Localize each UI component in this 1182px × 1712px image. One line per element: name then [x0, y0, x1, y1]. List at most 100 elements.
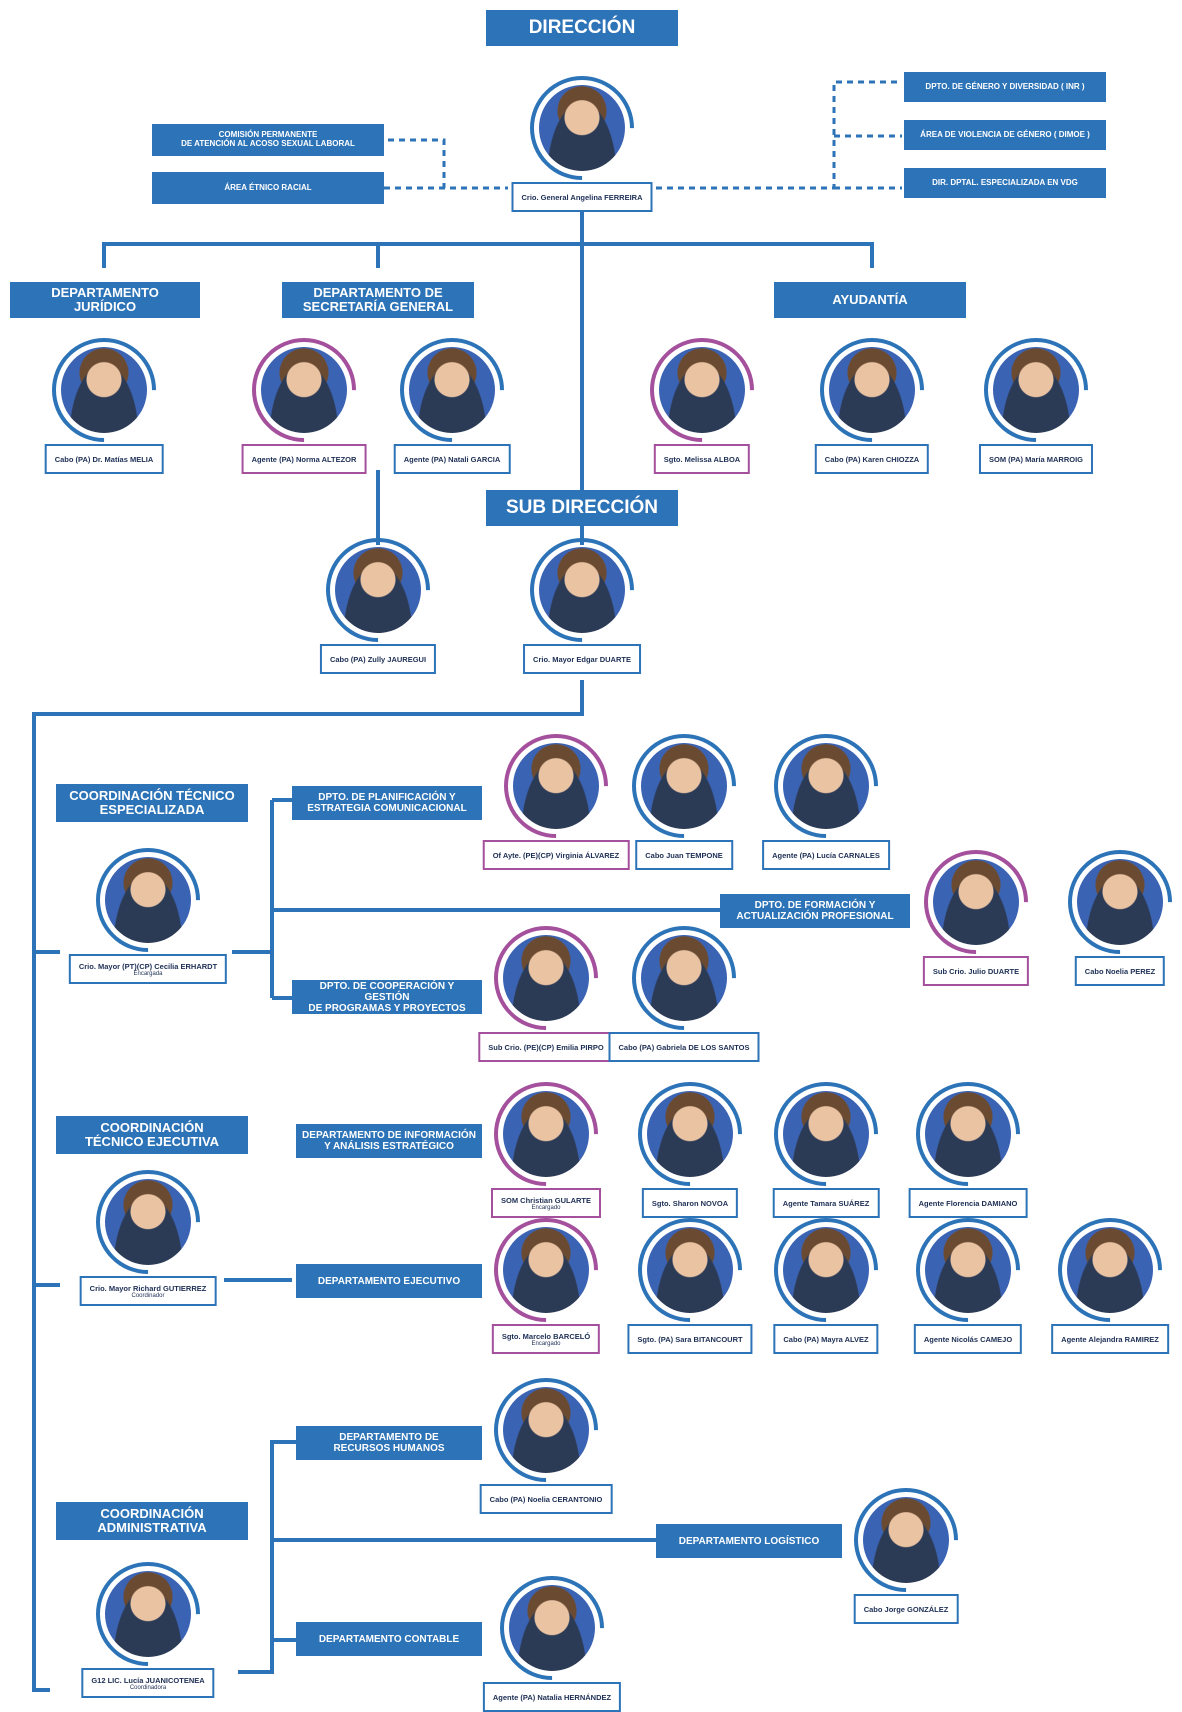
portrait-photo — [647, 1227, 733, 1313]
violencia-unit: ÁREA DE VIOLENCIA DE GÉNERO ( DIMOE ) — [904, 120, 1106, 150]
person-name: Cabo Juan TEMPONE — [645, 850, 723, 860]
person-name: Crio. Mayor Richard GUTIERREZ — [89, 1283, 207, 1293]
dept-rrhh: DEPARTAMENTO DE RECURSOS HUMANOS — [296, 1426, 482, 1460]
person-name: Cabo (PA) Gabriela DE LOS SANTOS — [618, 1042, 750, 1052]
person-name-label: Agente (PA) Natalia HERNÁNDEZ — [482, 1682, 622, 1712]
person-name-label: Cabo (PA) Karen CHIOZZA — [814, 444, 930, 474]
person-name-label: Agente Alejandra RAMIREZ — [1051, 1324, 1169, 1354]
dept-informacion: DEPARTAMENTO DE INFORMACIÓN Y ANÁLISIS E… — [296, 1124, 482, 1158]
person-name-label: Cabo (PA) Mayra ALVEZ — [773, 1324, 879, 1354]
person-name: Of Ayte. (PE)(CP) Virginia ÁLVAREZ — [492, 850, 620, 860]
person-role: Coordinador — [131, 1292, 165, 1299]
dept-cooperacion: DPTO. DE COOPERACIÓN Y GESTIÓN DE PROGRA… — [292, 980, 482, 1014]
portrait-photo — [647, 1091, 733, 1177]
person-name-label: Agente Nicolás CAMEJO — [913, 1324, 1023, 1354]
person-name: Crio. Mayor (PT)(CP) Cecilia ERHARDT — [78, 961, 218, 971]
person-name: Crio. Mayor Edgar DUARTE — [533, 654, 631, 664]
portrait-photo — [509, 1585, 595, 1671]
person-name: Cabo (PA) Noelia CERANTONIO — [489, 1494, 603, 1504]
person-name: Sub Crio. Julio DUARTE — [932, 966, 1020, 976]
genero-unit: DPTO. DE GÉNERO Y DIVERSIDAD ( INR ) — [904, 72, 1106, 102]
person-name: Agente Florencia DAMIANO — [918, 1198, 1018, 1208]
dept-logistico: DEPARTAMENTO LOGÍSTICO — [656, 1524, 842, 1558]
person-name: Agente Nicolás CAMEJO — [923, 1334, 1013, 1344]
portrait-photo — [409, 347, 495, 433]
person-name: Agente (PA) Natalia HERNÁNDEZ — [492, 1692, 612, 1702]
person-name-label: Agente (PA) Natali GARCIA — [393, 444, 511, 474]
person-name: Cabo (PA) Mayra ALVEZ — [783, 1334, 869, 1344]
portrait-photo — [993, 347, 1079, 433]
portrait-photo — [513, 743, 599, 829]
person-name: SOM (PA) María MARROIG — [988, 454, 1084, 464]
person-name-label: Agente (PA) Lucía CARNALES — [762, 840, 890, 870]
portrait-photo — [925, 1227, 1011, 1313]
portrait-photo — [641, 935, 727, 1021]
person-name: Sgto. Melissa ALBOA — [663, 454, 741, 464]
person-name: Cabo (PA) Dr. Matías MELIA — [54, 454, 154, 464]
portrait-photo — [503, 1387, 589, 1473]
person-name-label: Agente Florencia DAMIANO — [908, 1188, 1028, 1218]
person-name-label: SOM (PA) María MARROIG — [978, 444, 1094, 474]
person-name-label: Agente Tamara SUÁREZ — [772, 1188, 880, 1218]
person-name: Agente Tamara SUÁREZ — [782, 1198, 870, 1208]
person-name: Sgto. Marcelo BARCELÓ — [501, 1331, 591, 1341]
person-name-label: Of Ayte. (PE)(CP) Virginia ÁLVAREZ — [482, 840, 630, 870]
person-name-label: Cabo Jorge GONZÁLEZ — [853, 1594, 959, 1624]
portrait-photo — [539, 547, 625, 633]
portrait-photo — [503, 935, 589, 1021]
person-role: Coordinadora — [129, 1684, 167, 1691]
portrait-photo — [261, 347, 347, 433]
dept-ejecutivo: DEPARTAMENTO EJECUTIVO — [296, 1264, 482, 1298]
person-name: Crio. General Angelina FERREIRA — [521, 192, 643, 202]
person-name-label: Agente (PA) Norma ALTEZOR — [241, 444, 367, 474]
juridico-header: DEPARTAMENTO JURÍDICO — [10, 282, 200, 318]
etnico-unit: ÁREA ÉTNICO RACIAL — [152, 172, 384, 204]
ayudantia-header: AYUDANTÍA — [774, 282, 966, 318]
portrait-photo — [863, 1497, 949, 1583]
person-name: Cabo (PA) Zully JAUREGUI — [329, 654, 427, 664]
person-name-label: Sgto. (PA) Sara BITANCOURT — [627, 1324, 753, 1354]
person-name-label: Cabo (PA) Gabriela DE LOS SANTOS — [608, 1032, 760, 1062]
portrait-photo — [783, 743, 869, 829]
portrait-photo — [503, 1091, 589, 1177]
person-name-label: Cabo Juan TEMPONE — [635, 840, 733, 870]
person-name-label: Crio. Mayor Edgar DUARTE — [523, 644, 641, 674]
person-name: Agente (PA) Natali GARCIA — [403, 454, 501, 464]
person-name-label: Sgto. Sharon NOVOA — [641, 1188, 739, 1218]
secretaria-header: DEPARTAMENTO DE SECRETARÍA GENERAL — [282, 282, 474, 318]
portrait-photo — [933, 859, 1019, 945]
portrait-photo — [539, 85, 625, 171]
portrait-photo — [335, 547, 421, 633]
person-name: Sgto. Sharon NOVOA — [651, 1198, 729, 1208]
person-name-label: Cabo (PA) Dr. Matías MELIA — [44, 444, 164, 474]
portrait-photo — [783, 1227, 869, 1313]
person-name: Sgto. (PA) Sara BITANCOURT — [637, 1334, 743, 1344]
portrait-photo — [783, 1091, 869, 1177]
dept-formacion: DPTO. DE FORMACIÓN Y ACTUALIZACIÓN PROFE… — [720, 894, 910, 928]
person-role: Encargado — [531, 1340, 561, 1347]
portrait-photo — [105, 857, 191, 943]
person-name: G12 LIC. Lucía JUANICOTENEA — [91, 1675, 205, 1685]
person-name: Cabo Jorge GONZÁLEZ — [863, 1604, 949, 1614]
coord-tecnico-especializada-header: COORDINACIÓN TÉCNICO ESPECIALIZADA — [56, 784, 248, 822]
person-name: Agente Alejandra RAMIREZ — [1061, 1334, 1159, 1344]
portrait-photo — [1077, 859, 1163, 945]
acoso-unit: COMISIÓN PERMANENTE DE ATENCIÓN AL ACOSO… — [152, 124, 384, 156]
person-name-label: Cabo (PA) Zully JAUREGUI — [319, 644, 437, 674]
person-name-label: Sub Crio. (PE)(CP) Emilia PIRPO — [478, 1032, 614, 1062]
portrait-photo — [1067, 1227, 1153, 1313]
sub-direccion-header: SUB DIRECCIÓN — [486, 490, 678, 526]
person-name-label: Cabo Noelia PEREZ — [1074, 956, 1166, 986]
vdg-unit: DIR. DPTAL. ESPECIALIZADA EN VDG — [904, 168, 1106, 198]
person-role: Encargado — [531, 1204, 561, 1211]
portrait-photo — [641, 743, 727, 829]
portrait-photo — [659, 347, 745, 433]
portrait-photo — [105, 1179, 191, 1265]
person-name-label: Sgto. Melissa ALBOA — [653, 444, 751, 474]
person-name: Agente (PA) Norma ALTEZOR — [251, 454, 357, 464]
